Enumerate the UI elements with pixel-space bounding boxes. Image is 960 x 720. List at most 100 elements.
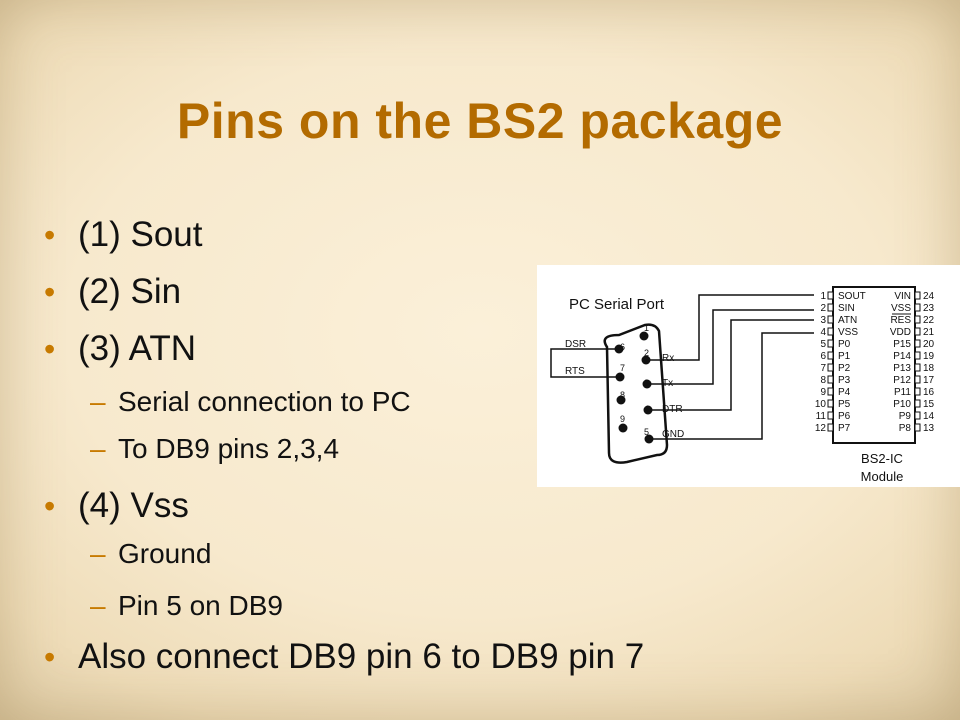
module-pin-name: P3: [838, 375, 851, 386]
module-pin-number: 21: [923, 327, 935, 338]
module-pin-number: 18: [923, 363, 935, 374]
module-pin-square: [827, 411, 834, 420]
bullet-item: •Also connect DB9 pin 6 to DB9 pin 7: [44, 637, 644, 677]
bullet-text: Also connect DB9 pin 6 to DB9 pin 7: [78, 637, 645, 676]
bullet-text: (2) Sin: [78, 272, 182, 311]
module-pin-number: 5: [820, 339, 826, 350]
rx-label: Rx: [662, 353, 674, 364]
module-pin-square: [914, 351, 921, 360]
db9-pin-number: 9: [620, 414, 625, 424]
db9-pin-8: [616, 395, 626, 405]
module-pin-name: P14: [893, 351, 911, 362]
module-name: BS2-IC: [861, 451, 903, 466]
module-pin-square: [914, 291, 921, 300]
module-pin-number: 1: [820, 291, 826, 302]
dsr-rts-wire: [550, 348, 619, 378]
module-pin-square: [827, 327, 834, 336]
db9-pin-number: 2: [644, 348, 649, 358]
module-pin-number: 23: [923, 303, 935, 314]
module-pin-number: 19: [923, 351, 935, 362]
module-pin-name: RES: [890, 315, 911, 326]
module-pin-name: P2: [838, 363, 851, 374]
bullet-item: •(1) Sout: [44, 215, 203, 255]
module-pin-number: 15: [923, 399, 935, 410]
rts-label: RTS: [565, 366, 585, 377]
module-pin-name: P13: [893, 363, 911, 374]
module-pin-square: [827, 291, 834, 300]
module-pin-name: P5: [838, 399, 851, 410]
module-pin-square: [914, 327, 921, 336]
sub-bullet-text: Serial connection to PC: [118, 386, 411, 417]
module-pin-square: [914, 375, 921, 384]
db9-pin-number: 1: [644, 323, 649, 333]
wire-gnd-to-vss: [653, 332, 814, 440]
dsr-rts-loop: [550, 348, 619, 378]
sub-bullet-item: –Pin 5 on DB9: [90, 590, 283, 622]
module-pin-name: P1: [838, 351, 851, 362]
signal-wires: [650, 294, 814, 440]
gnd-label: GND: [662, 429, 684, 440]
wire-rx-to-sout: [650, 294, 814, 361]
slide-title: Pins on the BS2 package: [176, 93, 784, 149]
db9-pin-number: 7: [620, 363, 625, 373]
module-pin-number: 16: [923, 387, 935, 398]
bullet-dot: •: [44, 488, 56, 524]
module-sub: Module: [861, 469, 904, 484]
module-pin-number: 11: [816, 411, 827, 422]
module-pin-name: P10: [893, 399, 911, 410]
module-pin-number: 20: [923, 339, 935, 350]
module-pin-number: 7: [820, 363, 826, 374]
wire-tx-to-sin: [651, 309, 814, 385]
wiring-diagram-svg: PC Serial Port 1 2 3 4 5 6 7 8 9: [550, 286, 935, 484]
module-pin-name: P6: [838, 411, 851, 422]
bullet-text: (1) Sout: [78, 215, 203, 254]
db9-connector-outline: [603, 323, 669, 464]
module-pin-number: 4: [820, 327, 826, 338]
wiring-diagram: PC Serial Port 1 2 3 4 5 6 7 8 9: [537, 265, 960, 487]
module-pin-number: 10: [815, 399, 827, 410]
bullet-dot: •: [44, 331, 56, 367]
module-pin-name: P15: [893, 339, 911, 350]
db9-pin-4: [643, 405, 653, 415]
module-pin-name: VSS: [838, 327, 858, 338]
module-pin-square: [914, 303, 921, 312]
module-pin-number: 9: [820, 387, 826, 398]
sub-bullet-item: –To DB9 pins 2,3,4: [90, 433, 339, 465]
bullet-dot: •: [44, 274, 56, 310]
bullet-text: (4) Vss: [78, 486, 189, 525]
module-pin-name: SIN: [838, 303, 855, 314]
db9-pin-number: 3: [644, 378, 649, 388]
module-pin-name: VIN: [894, 291, 911, 302]
module-pin-number: 8: [820, 375, 826, 386]
module-pin-square: [914, 411, 921, 420]
module-pin-square: [827, 399, 834, 408]
db9-pin-number: 6: [620, 342, 625, 352]
sub-bullet-dash: –: [90, 386, 106, 417]
db9-pin-number: 8: [620, 390, 625, 400]
module-pin-square: [827, 339, 834, 348]
module-pin-square: [827, 303, 834, 312]
module-pin-square: [827, 315, 834, 324]
bullet-item: • (2) Sin: [44, 272, 181, 312]
module-pin-number: 14: [923, 411, 935, 422]
db9-pin-number: 5: [644, 427, 649, 437]
module-pin-number: 12: [815, 423, 827, 434]
sub-bullet-dash: –: [90, 433, 106, 464]
module-pin-name: ATN: [838, 315, 857, 326]
module-pin-number: 17: [923, 375, 935, 386]
module-pin-number: 2: [820, 303, 826, 314]
module-pin-square: [914, 399, 921, 408]
module-pin-square: [827, 375, 834, 384]
module-pin-square: [827, 351, 834, 360]
bullet-item: •(3) ATN: [44, 329, 196, 369]
module-pin-number: 24: [923, 291, 935, 302]
db9-pin-5: [644, 434, 654, 444]
port-title: PC Serial Port: [569, 296, 665, 313]
db9-pin-number: 4: [644, 404, 649, 414]
module-pin-name: P12: [893, 375, 911, 386]
sub-bullet-text: To DB9 pins 2,3,4: [118, 433, 340, 464]
db9-pin-1: [639, 331, 649, 341]
module-pin-square: [827, 387, 834, 396]
module-pin-name: P9: [899, 411, 912, 422]
dsr-label: DSR: [565, 339, 586, 350]
